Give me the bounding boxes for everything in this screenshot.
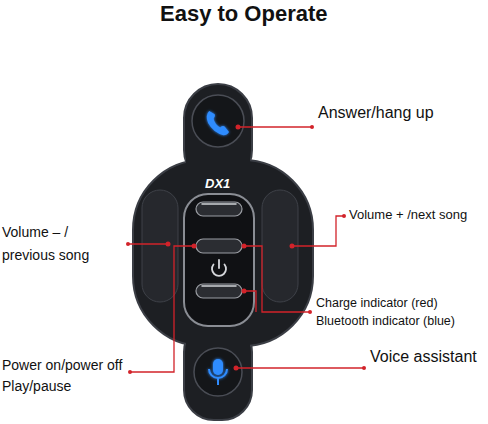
callout-label: Voice assistant xyxy=(370,348,477,366)
center-panel xyxy=(184,194,254,326)
callout-label: Play/pause xyxy=(2,378,71,394)
callout-label: Answer/hang up xyxy=(318,104,434,122)
voice-button xyxy=(194,348,242,396)
callout-label: Bluetooth indicator (blue) xyxy=(316,314,455,328)
remote-housing xyxy=(133,84,313,420)
volume-buttons xyxy=(142,190,298,302)
title-text: Easy to Operate xyxy=(160,1,328,27)
callout-label: Charge indicator (red) xyxy=(316,296,438,310)
model-label: DX1 xyxy=(205,176,230,191)
callout-label: Power on/power off xyxy=(2,357,122,373)
call-button xyxy=(192,95,244,147)
leader-lines xyxy=(128,127,364,372)
callout-label: Volume + /next song xyxy=(349,207,467,222)
callout-label: Volume – / previous song xyxy=(2,221,110,267)
leader-dots xyxy=(126,125,366,375)
